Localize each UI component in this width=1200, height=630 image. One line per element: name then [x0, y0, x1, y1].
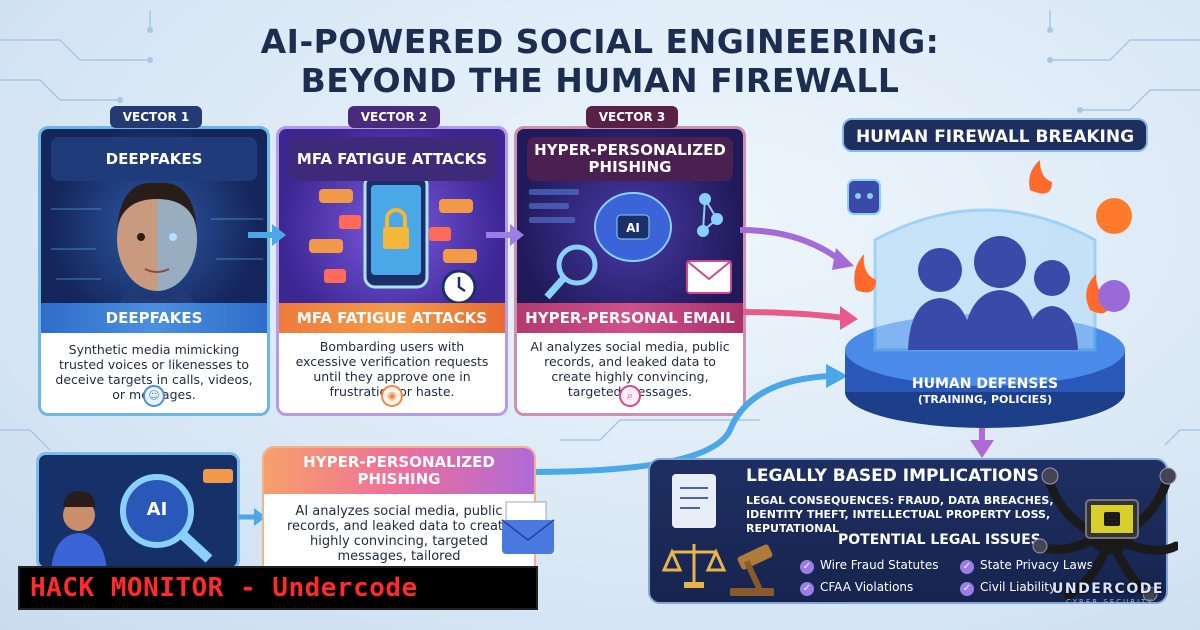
legal-consequences: LEGAL CONSEQUENCES: FRAUD, DATA BREACHES… — [746, 494, 1054, 535]
vector-2-label: VECTOR 2 — [348, 106, 440, 128]
phishing-ribbon: HYPER-PERSONAL EMAIL — [517, 303, 743, 333]
mfa-heading: MFA FATIGUE ATTACKS — [289, 137, 495, 181]
hack-monitor-text: HACK MONITOR - Undercode — [30, 573, 418, 603]
deepfakes-ribbon: DEEPFAKES — [41, 303, 267, 333]
legal-title: LEGALLY BASED IMPLICATIONS — [746, 466, 1039, 486]
check-icon: ✓ — [800, 582, 814, 596]
human-firewall-art — [845, 160, 1132, 428]
return-arrow-icon — [530, 364, 848, 475]
face-icon — [51, 182, 263, 309]
phishing-heading: HYPER-PERSONALIZED PHISHING — [527, 137, 733, 181]
vector-3-label: VECTOR 3 — [586, 106, 678, 128]
arrow-right-icon — [486, 224, 524, 246]
user-icon: ☺ — [143, 385, 165, 407]
hack-monitor-banner: HACK MONITOR - Undercode — [18, 566, 538, 610]
firewall-banner: HUMAN FIREWALL BREAKING — [842, 118, 1148, 152]
firewall-caption-title: HUMAN DEFENSES — [911, 376, 1059, 392]
magnifier-person-icon — [51, 469, 233, 567]
email-envelope-icon — [501, 501, 555, 554]
legal-item: ✓State Privacy Laws — [960, 558, 1093, 574]
phishing-description: AI analyzes social media, public records… — [530, 339, 730, 399]
check-icon: ✓ — [800, 560, 814, 574]
check-icon: ✓ — [960, 582, 974, 596]
mfa-description: Bombarding users with excessive verifica… — [295, 339, 489, 399]
octopus-hacker-logo — [1032, 467, 1178, 602]
legal-art — [661, 474, 774, 596]
deepfakes-heading: DEEPFAKES — [51, 137, 257, 181]
flow-arrows-icon — [740, 227, 858, 330]
firewall-caption: HUMAN DEFENSES (TRAINING, POLICIES) — [905, 376, 1065, 408]
arrow-right-icon — [248, 224, 286, 246]
phone-lock-icon — [309, 173, 477, 305]
alarm-icon: ◉ — [381, 385, 403, 407]
deepfakes-description: Synthetic media mimicking trusted voices… — [55, 342, 253, 402]
legal-subtitle: POTENTIAL LEGAL ISSUES — [838, 532, 1041, 548]
mfa-ribbon: MFA FATIGUE ATTACKS — [279, 303, 505, 333]
title-line-2: BEYOND THE HUMAN FIREWALL — [300, 61, 900, 100]
legal-item: ✓Wire Fraud Statutes — [800, 558, 938, 574]
svg-text:AI: AI — [626, 221, 640, 235]
check-icon: ✓ — [960, 560, 974, 574]
title-line-1: AI-POWERED SOCIAL ENGINEERING: — [260, 22, 940, 61]
vector-card-deepfakes: DEEPFAKES DEEPFAKES Synthetic media mimi… — [38, 126, 270, 416]
arrow-right-icon — [238, 508, 266, 526]
phishing-detail-heading: HYPER-PERSONALIZED PHISHING — [264, 448, 534, 494]
ai-analyst-card: AI — [36, 452, 240, 570]
legal-implications-panel: LEGALLY BASED IMPLICATIONS LEGAL CONSEQU… — [648, 458, 1168, 604]
ai-badge: AI — [146, 499, 168, 520]
vector-card-phishing: AI HYPER-PERSONALIZED PHISHING HYPER-PER… — [514, 126, 746, 416]
firewall-caption-sub: (TRAINING, POLICIES) — [917, 393, 1053, 406]
search-icon: ⌕ — [619, 385, 641, 407]
phishing-detail-text: AI analyzes social media, public records… — [286, 504, 512, 564]
page-title: AI-POWERED SOCIAL ENGINEERING: BEYOND TH… — [200, 22, 1000, 100]
vector-1-label: VECTOR 1 — [110, 106, 202, 128]
ai-brain-icon: AI — [529, 189, 732, 300]
legal-item: ✓CFAA Violations — [800, 580, 913, 596]
phishing-detail-box: HYPER-PERSONALIZED PHISHING AI analyzes … — [262, 446, 536, 576]
undercode-logo-text: UNDERCODE — [1052, 581, 1164, 597]
vector-card-mfa-fatigue: MFA FATIGUE ATTACKS MFA FATIGUE ATTACKS … — [276, 126, 508, 416]
undercode-logo-sub: CYBER SECURITY — [1066, 598, 1154, 606]
legal-item: ✓Civil Liability — [960, 580, 1056, 596]
